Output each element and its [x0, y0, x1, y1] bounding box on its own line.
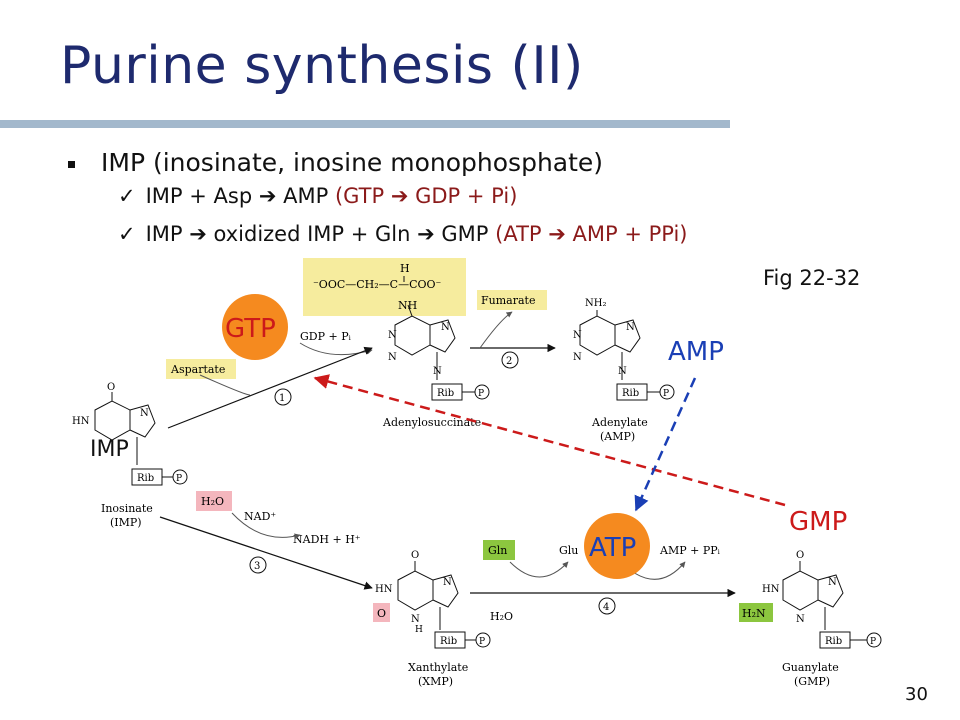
page-number: 30 [905, 684, 928, 705]
step-2-label: 2 [506, 356, 512, 367]
atom-n: N [388, 330, 397, 341]
fumarate-label: Fumarate [481, 294, 535, 307]
atom-hn: HN [762, 584, 780, 595]
sub-bullet-asp-text: IMP + Asp ➔ AMP [145, 184, 329, 208]
succinyl-highlight-box [303, 258, 466, 316]
atom-o: O [796, 550, 804, 561]
atom-n: N [573, 352, 582, 363]
h2o-box [196, 491, 232, 511]
nadh-label: NADH + H⁺ [293, 533, 361, 546]
xanthylate-structure [397, 561, 491, 649]
gmp-feedback-arrow [313, 374, 786, 507]
step-4-label: 4 [603, 602, 609, 613]
atom-n: N [573, 330, 582, 341]
amp-ppi-label: AMP + PPᵢ [659, 544, 721, 557]
main-bullet-text: IMP (inosinate, inosine monophosphate) [101, 148, 604, 177]
gln-box [483, 540, 515, 560]
h2n-box [739, 603, 773, 622]
guanylate-abbr: (GMP) [794, 675, 830, 688]
atom-n: N [443, 577, 452, 588]
atom-n: N [618, 366, 627, 377]
guanylate-structure [782, 561, 882, 649]
atom-hn: HN [72, 416, 90, 427]
atom-o: O [107, 382, 115, 393]
guanylate-label: Guanylate [782, 661, 839, 674]
sub-bullet-gln-energy: (ATP ➔ AMP + PPi) [495, 222, 688, 246]
adenylosuccinate-label: Adenylosuccinate [382, 416, 481, 429]
checkmark-icon: ✓ [118, 222, 136, 246]
ribose-label: Rib [440, 636, 457, 647]
amp-label: AMP [668, 337, 724, 367]
step-1-label: 1 [279, 393, 285, 404]
inosinate-structure [94, 392, 188, 486]
atom-o: O [411, 550, 419, 561]
atom-n: N [411, 614, 420, 625]
inosinate-abbr: (IMP) [110, 516, 142, 529]
gln-label: Gln [488, 544, 507, 557]
h2o-step4-label: H₂O [490, 610, 513, 623]
phosphate-label: P [870, 637, 876, 647]
gdp-pi-label: GDP + Pᵢ [300, 330, 352, 343]
nh2-label: NH₂ [585, 298, 606, 309]
atom-n: N [828, 577, 837, 588]
succinyl-group-text: ⁻OOC—CH₂—C—COO⁻ [313, 278, 442, 291]
adenylate-abbr: (AMP) [600, 430, 635, 443]
succinyl-h-text: H [400, 262, 410, 275]
adenylate-label: Adenylate [591, 416, 648, 429]
sub-bullet-gln: ✓ IMP ➔ oxidized IMP + Gln ➔ GMP (ATP ➔ A… [118, 222, 688, 246]
fumarate-box [477, 290, 547, 310]
adenylate-structure [579, 310, 675, 401]
gtp-label: GTP [225, 314, 276, 344]
nad-label: NAD⁺ [244, 510, 276, 523]
adenylosuccinate-structure [394, 304, 490, 401]
atom-n: N [441, 322, 450, 333]
h2o-label: H₂O [201, 495, 224, 508]
xmp-oxygen-label: O [377, 607, 386, 620]
glu-label: Glu [559, 544, 578, 557]
atom-n: N [626, 322, 635, 333]
xmp-oxygen-box [373, 603, 390, 622]
sub-bullet-asp: ✓ IMP + Asp ➔ AMP (GTP ➔ GDP + Pi) [118, 184, 517, 208]
phosphate-label: P [479, 637, 485, 647]
ribose-label: Rib [137, 473, 154, 484]
atom-n: N [796, 614, 805, 625]
phosphate-label: P [478, 389, 484, 399]
atom-n: N [433, 366, 442, 377]
sub-bullet-gln-text: IMP ➔ oxidized IMP + Gln ➔ GMP [145, 222, 489, 246]
amp-feedback-arrow [634, 377, 697, 512]
phosphate-label: P [176, 474, 182, 484]
step-3-label: 3 [254, 561, 260, 572]
atp-label: ATP [589, 533, 636, 563]
aspartate-label: Aspartate [170, 363, 225, 376]
bullet-square-icon [68, 160, 75, 168]
aspartate-box [166, 359, 236, 379]
xanthylate-abbr: (XMP) [418, 675, 453, 688]
atp-circle [584, 513, 650, 579]
ribose-label: Rib [622, 388, 639, 399]
main-bullet: IMP (inosinate, inosine monophosphate) [68, 148, 603, 177]
gtp-circle [222, 294, 288, 360]
ribose-label: Rib [825, 636, 842, 647]
gmp-label: GMP [789, 507, 847, 537]
inosinate-label: Inosinate [101, 502, 153, 515]
ribose-label: Rib [437, 388, 454, 399]
figure-reference: Fig 22-32 [763, 266, 861, 290]
checkmark-icon: ✓ [118, 184, 136, 208]
atom-n: N [140, 408, 149, 419]
atom-n: N [388, 352, 397, 363]
atom-h: H [415, 625, 423, 635]
h2n-label: H₂N [742, 607, 766, 620]
atom-hn: HN [375, 584, 393, 595]
title-underline [0, 120, 730, 128]
xanthylate-label: Xanthylate [408, 661, 468, 674]
slide-title: Purine synthesis (II) [60, 36, 584, 96]
sub-bullet-asp-energy: (GTP ➔ GDP + Pi) [334, 184, 518, 208]
succinyl-nh-text: NH [398, 299, 417, 312]
imp-label: IMP [90, 437, 129, 462]
phosphate-label: P [663, 389, 669, 399]
